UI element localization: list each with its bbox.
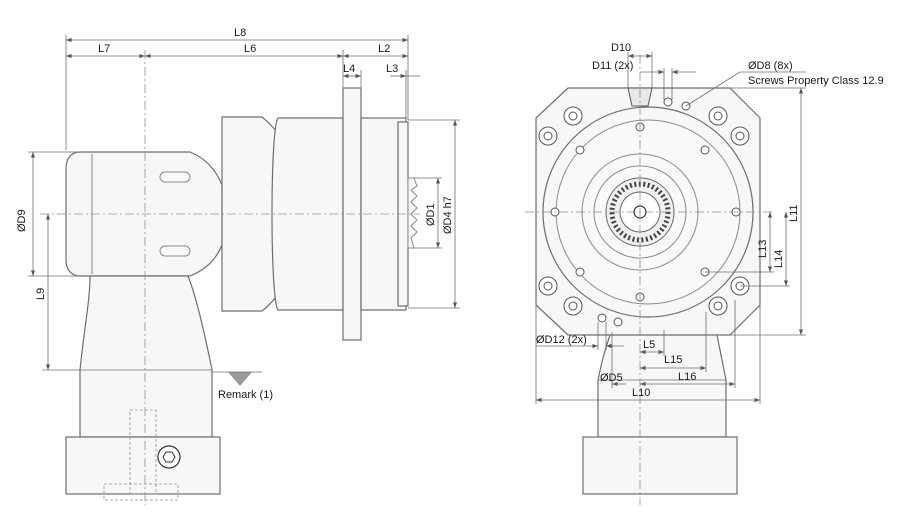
slot-top [159,171,191,183]
corner-hole-bl-inner [568,301,578,311]
label-l8: L8 [234,27,246,39]
label-l10: L10 [632,387,650,399]
edge-hole-l2-inner [543,281,553,291]
d12-hole [597,313,607,323]
label-l16: L16 [678,371,696,383]
screw-hex-head [157,445,181,469]
label-l4: L4 [343,63,355,75]
label-d11: D11 (2x) [592,60,633,72]
label-d12: ØD12 (2x) [536,334,587,346]
label-l5: L5 [643,339,655,351]
label-remark: Remark (1) [218,389,273,401]
slot-bottom [159,245,191,257]
label-l15: L15 [664,354,682,366]
label-d8: ØD8 (8x) [748,60,793,72]
label-d4: ØD4 h7 [442,196,454,234]
label-d9: ØD9 [16,209,28,232]
hole-inner-tr [700,145,710,155]
label-l3: L3 [386,63,398,75]
leader-d8 [685,71,741,107]
label-d10: D10 [611,42,631,54]
corner-hole-tl-inner [568,111,578,121]
label-l6: L6 [244,43,256,55]
side-view: L8 L7 L6 L2 L4 L3 ØD9 L9 ØD1 ØD4 h7 Rema… [16,27,460,505]
d11-hole [663,97,673,107]
hex-socket-icon [162,451,176,463]
label-l9: L9 [35,288,47,300]
edge-hole-l1-inner [543,131,553,141]
front-view: D10 D11 (2x) ØD8 (8x) Screws Property Cl… [525,42,884,505]
corner-hole-tr-inner [713,111,723,121]
label-screws: Screws Property Class 12.9 [748,75,884,87]
output-pinion [407,177,418,249]
label-l11: L11 [788,204,800,222]
hole-inner-bl [575,267,585,277]
label-l13: L13 [757,240,769,258]
corner-hole-br-inner [713,301,723,311]
front-motor-flange [582,436,738,495]
hidden-bore [129,409,157,495]
motor-flange [65,436,221,495]
hole-inner-tl [575,145,585,155]
label-d1: ØD1 [425,203,437,226]
label-d5: ØD5 [600,372,623,384]
edge-hole-r1-inner [735,131,745,141]
label-l2: L2 [378,43,390,55]
d12-hole-2 [613,317,623,327]
hidden-shaft [103,483,179,501]
motor-adapter [79,275,213,438]
label-l14: L14 [773,250,785,268]
label-l7: L7 [98,43,110,55]
remark-triangle-icon [228,372,252,386]
